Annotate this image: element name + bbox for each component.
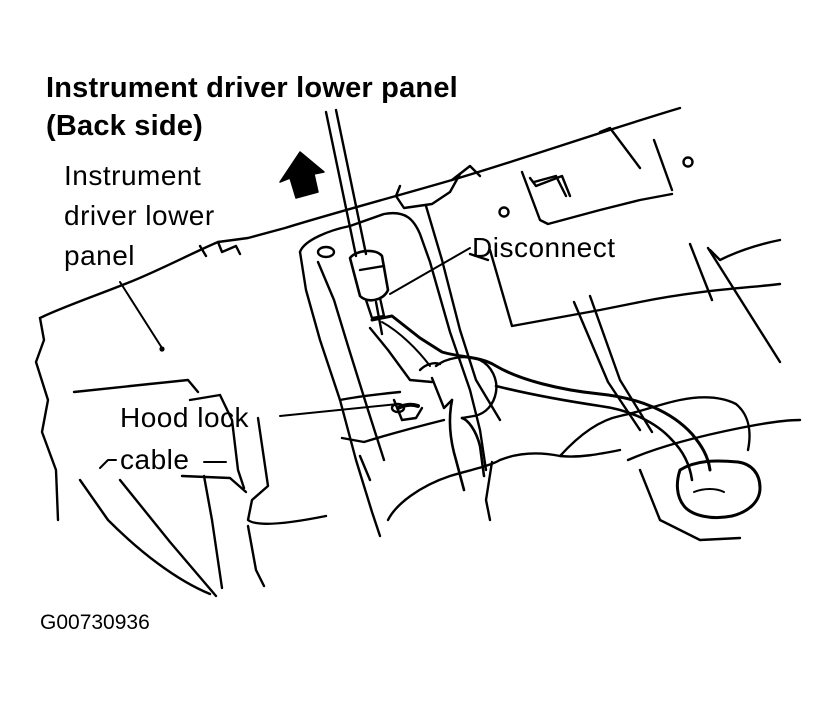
label-instrument-line3: panel [64, 240, 136, 271]
hand [386, 396, 762, 522]
leader-disconnect [389, 247, 471, 295]
label-instrument-line1: Instrument [64, 160, 202, 191]
panel-frame-right [394, 138, 802, 542]
mounting-bracket [298, 211, 488, 538]
figure-id: G00730936 [40, 611, 150, 634]
label-disconnect: Disconnect [472, 232, 616, 263]
heading-title: Instrument driver lower panel [46, 72, 458, 104]
leader-lines [119, 247, 471, 417]
leader-instrument-panel [119, 281, 163, 349]
label-cable: cable [120, 444, 190, 475]
pliers-icon [368, 314, 712, 492]
up-arrow-icon [279, 151, 325, 199]
hood-lock-cable [324, 108, 424, 422]
leader-hood-lock-cable [279, 403, 399, 417]
heading-subtitle: (Back side) [46, 110, 203, 142]
label-hood-lock: Hood lock [120, 402, 250, 433]
label-instrument-line2: driver lower [64, 200, 215, 231]
label-bracket [99, 459, 227, 469]
instrument-panel-outline [34, 106, 682, 598]
